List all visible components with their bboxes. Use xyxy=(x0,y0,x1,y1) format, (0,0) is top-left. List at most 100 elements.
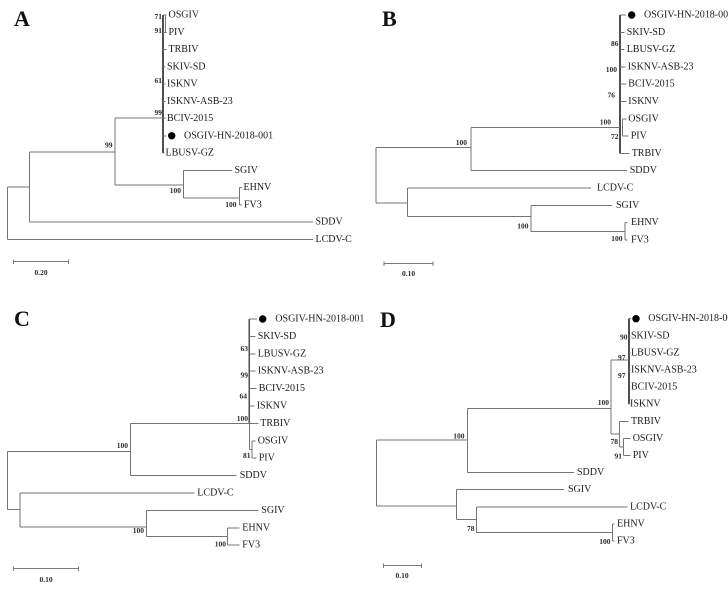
bootstrap-value: 100 xyxy=(453,432,465,441)
taxon-label: ISKNV-ASB-23 xyxy=(167,96,233,107)
taxon-label: SGIV xyxy=(261,505,285,516)
taxon-label: SDDV xyxy=(630,165,658,176)
taxon-label: PIV xyxy=(631,131,648,142)
taxon-label: TRBIV xyxy=(169,44,200,55)
taxon-label: LCDV-C xyxy=(197,488,234,499)
bootstrap-value: 100 xyxy=(215,540,227,549)
taxon-label: SKIV-SD xyxy=(627,27,666,38)
highlight-dot xyxy=(259,315,267,323)
bootstrap-value: 100 xyxy=(225,200,237,209)
taxon-label: ISKNV xyxy=(257,401,288,412)
highlight-dot xyxy=(628,11,636,19)
taxon-label: FV3 xyxy=(242,540,260,551)
taxon-label: PIV xyxy=(169,27,186,38)
bootstrap-value: 100 xyxy=(598,398,610,407)
bootstrap-value: 63 xyxy=(241,344,249,353)
taxon-label: LBUSV-GZ xyxy=(258,348,307,359)
taxon-label: BCIV-2015 xyxy=(631,382,677,393)
bootstrap-value: 91 xyxy=(155,26,163,35)
taxon-label: SKIV-SD xyxy=(167,61,206,72)
taxon-label: SKIV-SD xyxy=(258,331,297,342)
taxon-label: LBUSV-GZ xyxy=(627,44,676,55)
bootstrap-value: 71 xyxy=(155,12,163,21)
bootstrap-value: 99 xyxy=(155,108,163,117)
taxon-label: TRBIV xyxy=(260,418,291,429)
taxon-label: OSGIV-HN-2018-001 xyxy=(648,313,728,324)
taxon-label: SDDV xyxy=(240,470,268,481)
taxon-label: EHNV xyxy=(631,217,660,228)
taxon-label: ISKNV-ASB-23 xyxy=(628,61,694,72)
panel-label-b: B xyxy=(382,6,397,31)
taxon-label: BCIV-2015 xyxy=(628,79,674,90)
bootstrap-value: 97 xyxy=(618,353,626,362)
taxon-label: FV3 xyxy=(617,536,635,547)
bootstrap-value: 90 xyxy=(620,332,628,341)
taxon-label: ISKNV-ASB-23 xyxy=(258,366,324,377)
taxon-label: OSGIV xyxy=(633,433,664,444)
bootstrap-value: 100 xyxy=(606,65,618,74)
taxon-label: SDDV xyxy=(577,467,605,478)
highlight-dot xyxy=(632,315,640,323)
phylo-tree-svg-a: OSGIVPIVTRBIVSKIV-SDISKNVISKNV-ASB-23BCI… xyxy=(6,10,353,277)
bootstrap-value: 100 xyxy=(117,441,129,450)
bootstrap-value: 72 xyxy=(611,132,619,141)
bootstrap-value: 100 xyxy=(456,138,468,147)
taxon-label: SGIV xyxy=(235,165,259,176)
taxon-label: SKIV-SD xyxy=(631,330,670,341)
bootstrap-value: 78 xyxy=(611,437,619,446)
taxon-label: EHNV xyxy=(617,518,646,529)
taxon-label: TRBIV xyxy=(632,148,663,159)
taxon-label: ISKNV xyxy=(628,96,659,107)
panel-label-c: C xyxy=(14,306,30,331)
bootstrap-value: 64 xyxy=(240,392,248,401)
taxon-label: BCIV-2015 xyxy=(167,113,213,124)
taxon-label: ISKNV xyxy=(630,399,661,410)
highlight-dot xyxy=(168,132,176,140)
bootstrap-value: 99 xyxy=(241,371,249,380)
scale-bar-label: 0.10 xyxy=(402,269,415,278)
scale-bar-label: 0.10 xyxy=(39,575,52,584)
taxon-label: OSGIV xyxy=(628,113,659,124)
bootstrap-value: 100 xyxy=(600,118,612,127)
bootstrap-value: 100 xyxy=(517,222,529,231)
taxon-label: ISKNV xyxy=(167,79,198,90)
taxon-label: ISKNV-ASB-23 xyxy=(631,365,697,376)
taxon-label: LCDV-C xyxy=(597,183,634,194)
taxon-label: OSGIV xyxy=(258,435,289,446)
panel-label-d: D xyxy=(380,307,396,332)
bootstrap-value: 100 xyxy=(133,526,145,535)
taxon-label: EHNV xyxy=(242,522,271,533)
taxon-label: OSGIV-HN-2018-001 xyxy=(644,10,728,21)
taxon-label: SGIV xyxy=(616,200,640,211)
taxon-label: LBUSV-GZ xyxy=(166,148,215,159)
taxon-label: FV3 xyxy=(244,199,262,210)
bootstrap-value: 78 xyxy=(467,524,475,533)
scale-bar-label: 0.20 xyxy=(34,268,47,277)
bootstrap-value: 76 xyxy=(608,91,616,100)
taxon-label: BCIV-2015 xyxy=(259,383,305,394)
bootstrap-value: 97 xyxy=(618,371,626,380)
bootstrap-value: 91 xyxy=(615,451,623,460)
taxon-label: EHNV xyxy=(244,182,273,193)
bootstrap-value: 81 xyxy=(243,451,251,460)
bootstrap-value: 100 xyxy=(611,234,623,243)
taxon-label: LBUSV-GZ xyxy=(631,347,680,358)
bootstrap-value: 100 xyxy=(599,537,611,546)
taxon-label: PIV xyxy=(259,453,276,464)
taxon-label: SDDV xyxy=(316,217,344,228)
bootstrap-value: 61 xyxy=(155,76,163,85)
phylo-tree-svg-c: OSGIV-HN-2018-001SKIV-SDLBUSV-GZISKNV-AS… xyxy=(6,314,364,584)
scale-bar-label: 0.10 xyxy=(395,571,408,580)
taxon-label: PIV xyxy=(633,450,650,461)
panel-label-a: A xyxy=(14,6,30,31)
bootstrap-value: 99 xyxy=(105,141,113,150)
taxon-label: OSGIV-HN-2018-001 xyxy=(184,130,273,141)
taxon-label: LCDV-C xyxy=(316,234,353,245)
taxon-label: SGIV xyxy=(568,484,592,495)
